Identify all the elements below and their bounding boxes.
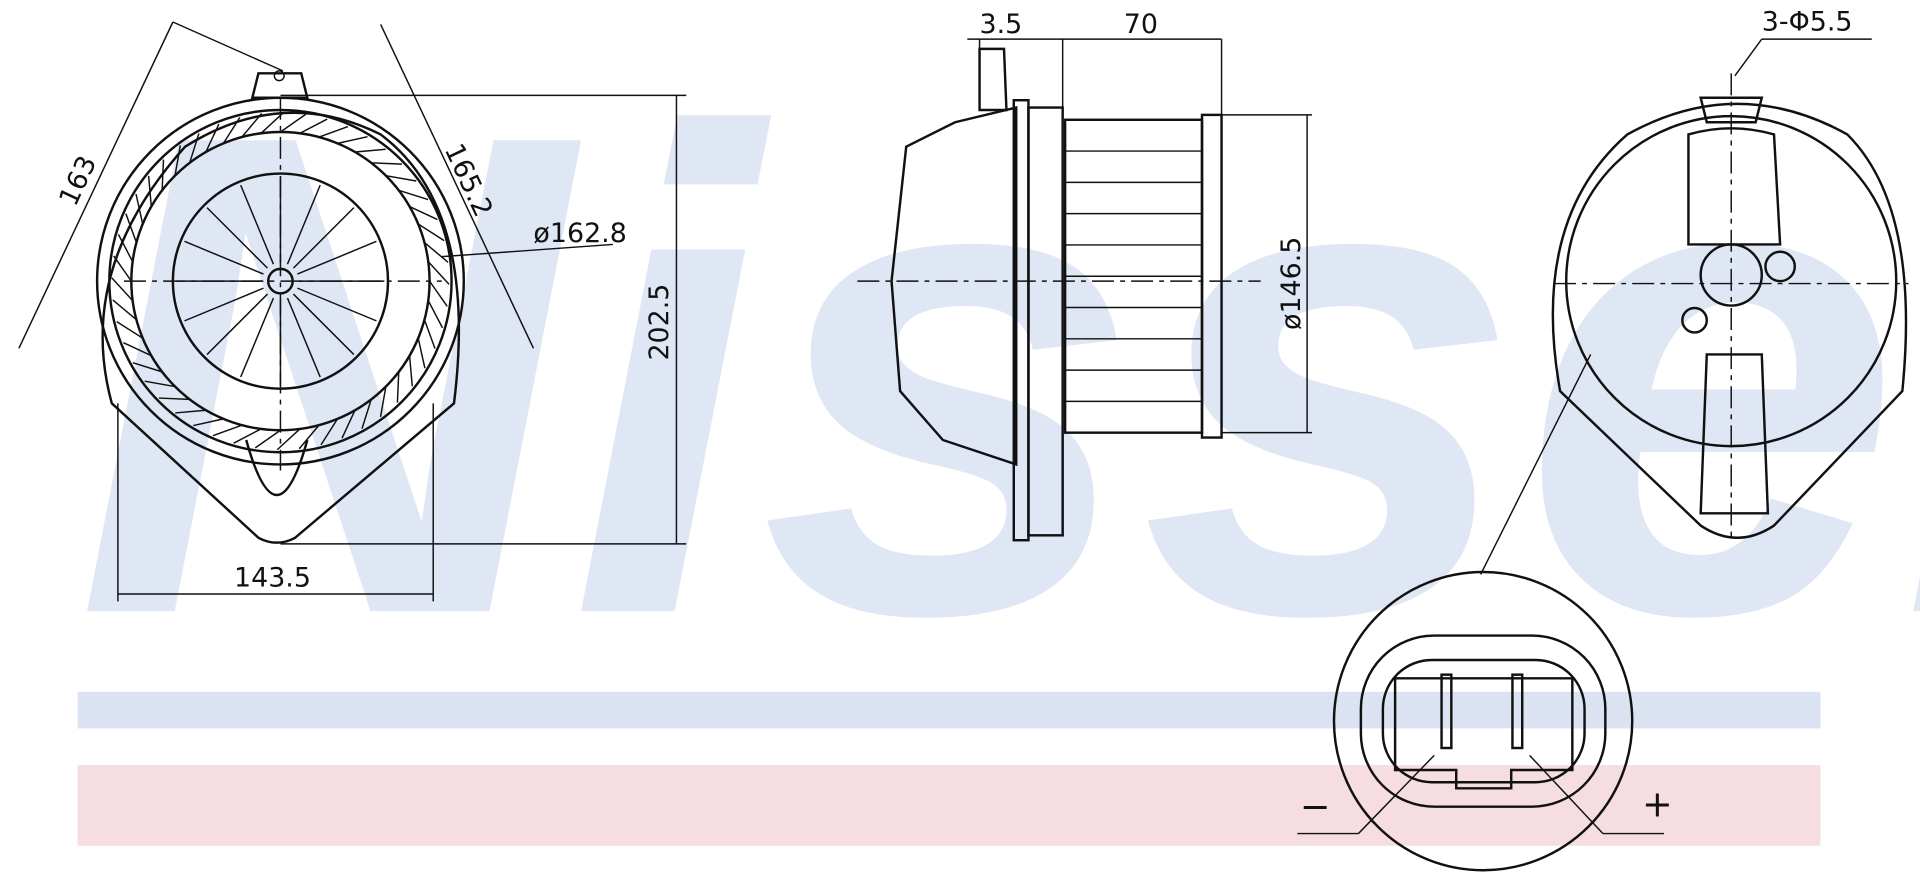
fan-blade xyxy=(337,135,368,145)
fan-blade xyxy=(417,223,445,242)
fan-blade xyxy=(132,361,163,373)
fan-blade xyxy=(174,145,182,176)
blue-band xyxy=(77,691,1821,729)
fan-blade xyxy=(188,133,200,164)
fan-blade xyxy=(409,205,438,221)
watermark: Nissens xyxy=(75,0,1920,757)
dim-202-5: 202.5 xyxy=(644,284,675,361)
hub-spoke xyxy=(297,240,377,275)
fan-blade xyxy=(385,174,417,182)
fan-blade xyxy=(320,418,339,446)
fan-blade xyxy=(158,397,190,401)
fan-blade xyxy=(233,428,262,444)
fan-blade xyxy=(125,213,138,243)
fan-blade xyxy=(396,371,400,403)
hub-spoke xyxy=(286,297,321,378)
fan-blade xyxy=(276,428,301,451)
fan-blade xyxy=(371,162,402,165)
fan-blade xyxy=(123,342,152,357)
hub-spoke xyxy=(297,287,377,322)
fan-blade xyxy=(117,234,134,262)
hub-spoke xyxy=(286,184,321,265)
dim-3-holes-5-5: 3-Φ5.5 xyxy=(1762,7,1853,38)
hub-spoke xyxy=(240,297,275,378)
fan-blade xyxy=(318,125,349,138)
dim-diameter-162-8: ø162.8 xyxy=(533,218,626,249)
front-view: 163 165.2 ø162.8 202.5 143.5 xyxy=(18,21,687,602)
fan-blade xyxy=(241,113,263,138)
fan-blade xyxy=(205,123,220,153)
dim-70: 70 xyxy=(1124,9,1158,40)
fan-blade xyxy=(161,159,165,191)
fan-blade xyxy=(354,148,386,153)
hub-spoke xyxy=(206,293,268,356)
fan-blade xyxy=(427,261,450,285)
hub-spoke xyxy=(184,287,264,322)
dim-143-5: 143.5 xyxy=(234,563,311,594)
fan-blade xyxy=(212,424,243,437)
minus-terminal-label: − xyxy=(1300,785,1331,828)
hub-spoke xyxy=(292,207,355,269)
fan-blade xyxy=(254,429,281,449)
fan-blade xyxy=(175,409,206,414)
fan-blade xyxy=(408,355,414,387)
fan-blade xyxy=(398,189,429,201)
fan-blade xyxy=(147,175,153,207)
fan-blade xyxy=(111,277,134,302)
fan-blade xyxy=(299,118,328,134)
fan-blade xyxy=(112,299,137,321)
fan-blade xyxy=(280,113,307,133)
fan-blade xyxy=(417,338,426,369)
fan-blade xyxy=(222,116,241,144)
rear-view: 3-Φ5.5 xyxy=(1480,7,1909,575)
hub-spoke xyxy=(206,207,268,269)
fan-blade xyxy=(379,386,387,417)
fan-blade xyxy=(113,255,132,282)
fan-blade xyxy=(428,280,448,307)
dim-3-5: 3.5 xyxy=(980,9,1023,40)
fan-blade xyxy=(341,409,356,439)
hub-spoke xyxy=(184,240,264,275)
fan-blade xyxy=(361,399,372,429)
fan-blade xyxy=(144,380,176,388)
fan-blade xyxy=(427,300,444,329)
hub-spoke xyxy=(292,293,355,356)
fan-blade xyxy=(116,321,144,339)
dim-diameter-146-5: ø146.5 xyxy=(1276,237,1307,330)
fan-blade xyxy=(423,319,436,349)
plus-terminal-label: + xyxy=(1642,782,1673,825)
connector-detail: − + xyxy=(1297,570,1673,872)
fan-blade xyxy=(135,193,144,225)
fan-blade xyxy=(424,241,449,263)
fan-blade xyxy=(193,418,224,427)
hub-spoke xyxy=(240,184,275,265)
side-view: 3.5 70 ø146.5 xyxy=(857,9,1313,542)
fan-blade xyxy=(298,424,320,450)
